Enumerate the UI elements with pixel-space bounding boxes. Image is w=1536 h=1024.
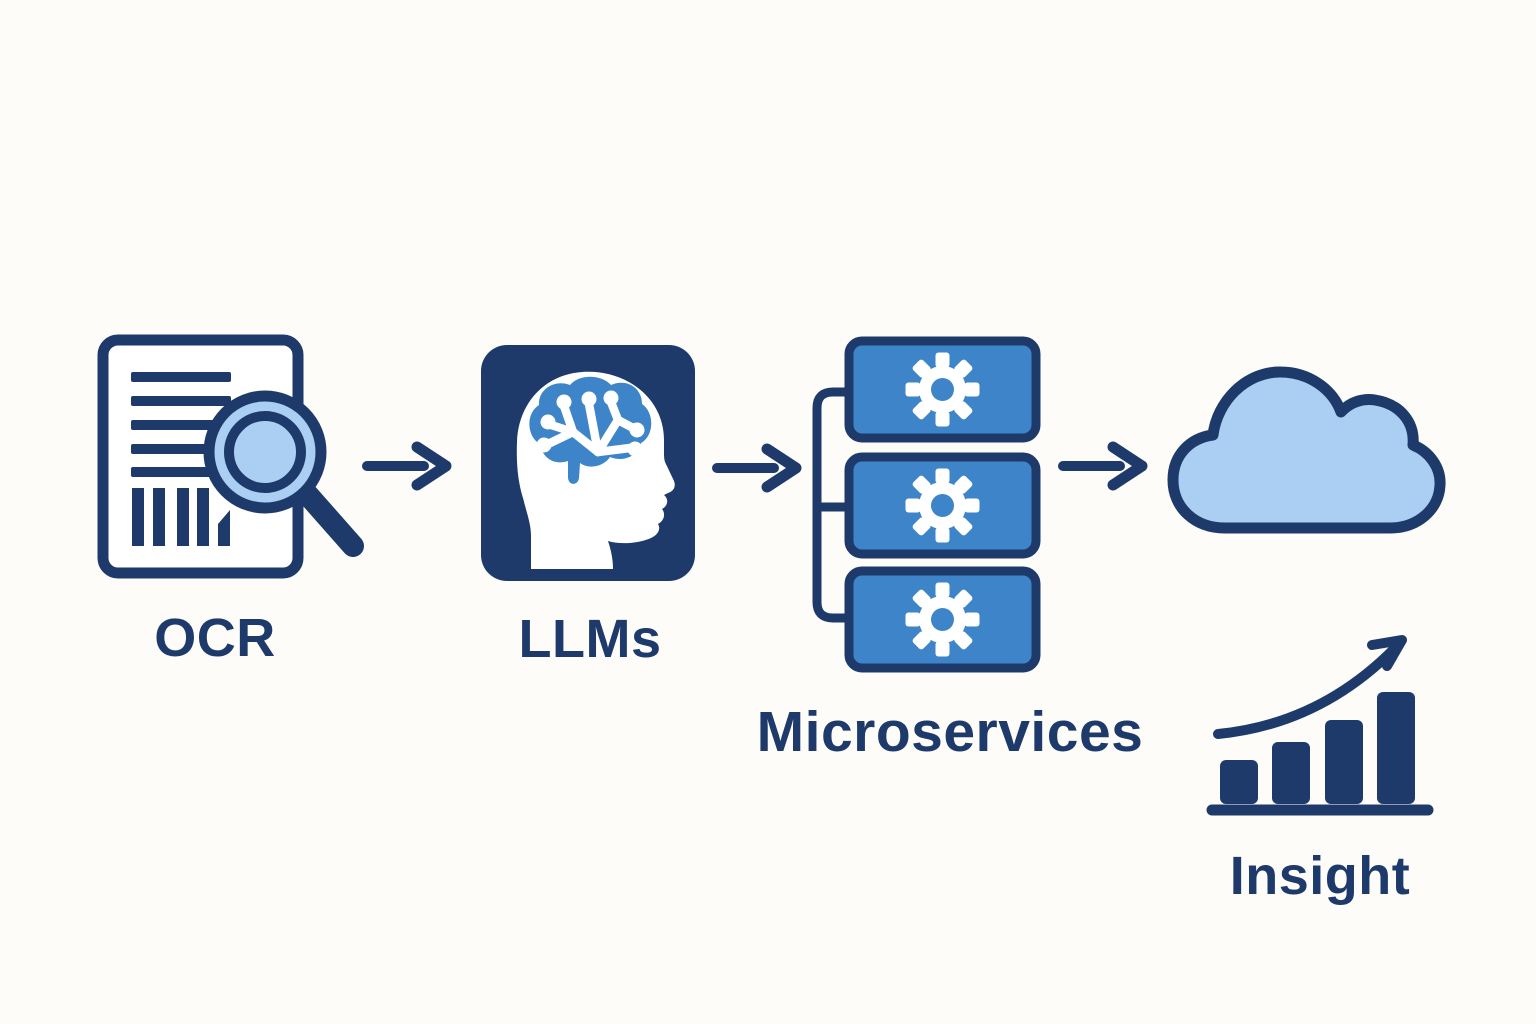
document-magnifier-icon: [97, 334, 364, 579]
service-box: [844, 566, 1041, 673]
gear-icon: [905, 468, 980, 543]
arrow-right-icon: [362, 441, 452, 491]
document-text-lines: [131, 372, 231, 477]
microservices-stack-icon: [812, 336, 1041, 673]
arrow-right-icon: [1058, 441, 1148, 491]
document-bar-chart: [132, 488, 230, 546]
growth-bars: [1220, 692, 1415, 804]
gear-icon: [905, 352, 980, 427]
head-brain-icon: [481, 345, 695, 581]
magnifier-icon: [203, 390, 364, 557]
gear-icon: [905, 582, 980, 657]
ocr-label: OCR: [154, 608, 276, 668]
insight-label: Insight: [1229, 846, 1411, 906]
service-box: [844, 336, 1041, 443]
growth-arrow: [1213, 635, 1407, 739]
cloud-icon: [1167, 366, 1446, 534]
microservices-label: Microservices: [756, 700, 1144, 764]
llms-label: LLMs: [518, 609, 662, 669]
neural-nodes: [536, 390, 645, 457]
service-box: [844, 452, 1041, 559]
arrow-right-icon: [712, 443, 802, 493]
growth-chart-icon: [1206, 635, 1434, 816]
